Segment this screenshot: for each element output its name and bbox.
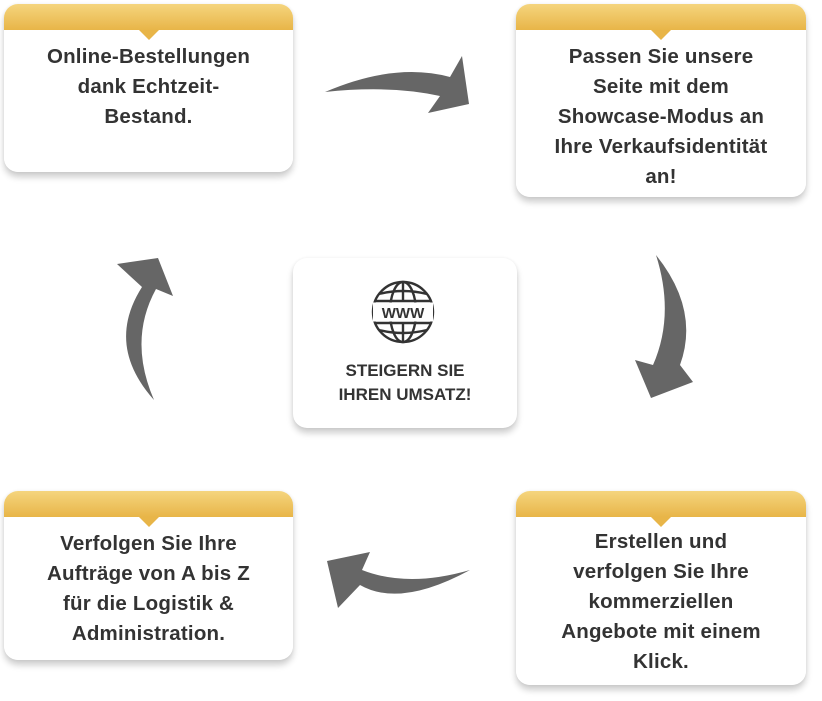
step-card-online-orders: Online-Bestellungen dank Echtzeit- Besta… (4, 4, 293, 172)
card-notch (651, 30, 671, 40)
step-card-showcase-mode: Passen Sie unsere Seite mit dem Showcase… (516, 4, 806, 197)
www-globe-icon: WWW (371, 280, 435, 344)
card-notch (651, 517, 671, 527)
step-card-commercial-offers: Erstellen und verfolgen Sie Ihre kommerz… (516, 491, 806, 685)
step-card-order-tracking: Verfolgen Sie Ihre Aufträge von A bis Z … (4, 491, 293, 660)
step-text: Online-Bestellungen dank Echtzeit- Besta… (46, 45, 251, 128)
step-text: Erstellen und verfolgen Sie Ihre kommerz… (561, 530, 761, 673)
svg-text:WWW: WWW (382, 305, 425, 322)
card-header-bar (516, 491, 806, 517)
step-text: Passen Sie unsere Seite mit dem Showcase… (554, 45, 768, 188)
card-header-bar (4, 491, 293, 517)
card-header-bar (516, 4, 806, 30)
center-text: STEIGERN SIE IHREN UMSATZ! (338, 361, 472, 404)
card-header-bar (4, 4, 293, 30)
center-card: WWW STEIGERN SIE IHREN UMSATZ! (293, 258, 517, 428)
step-text: Verfolgen Sie Ihre Aufträge von A bis Z … (47, 532, 250, 645)
card-notch (138, 517, 159, 527)
card-notch (138, 30, 159, 40)
